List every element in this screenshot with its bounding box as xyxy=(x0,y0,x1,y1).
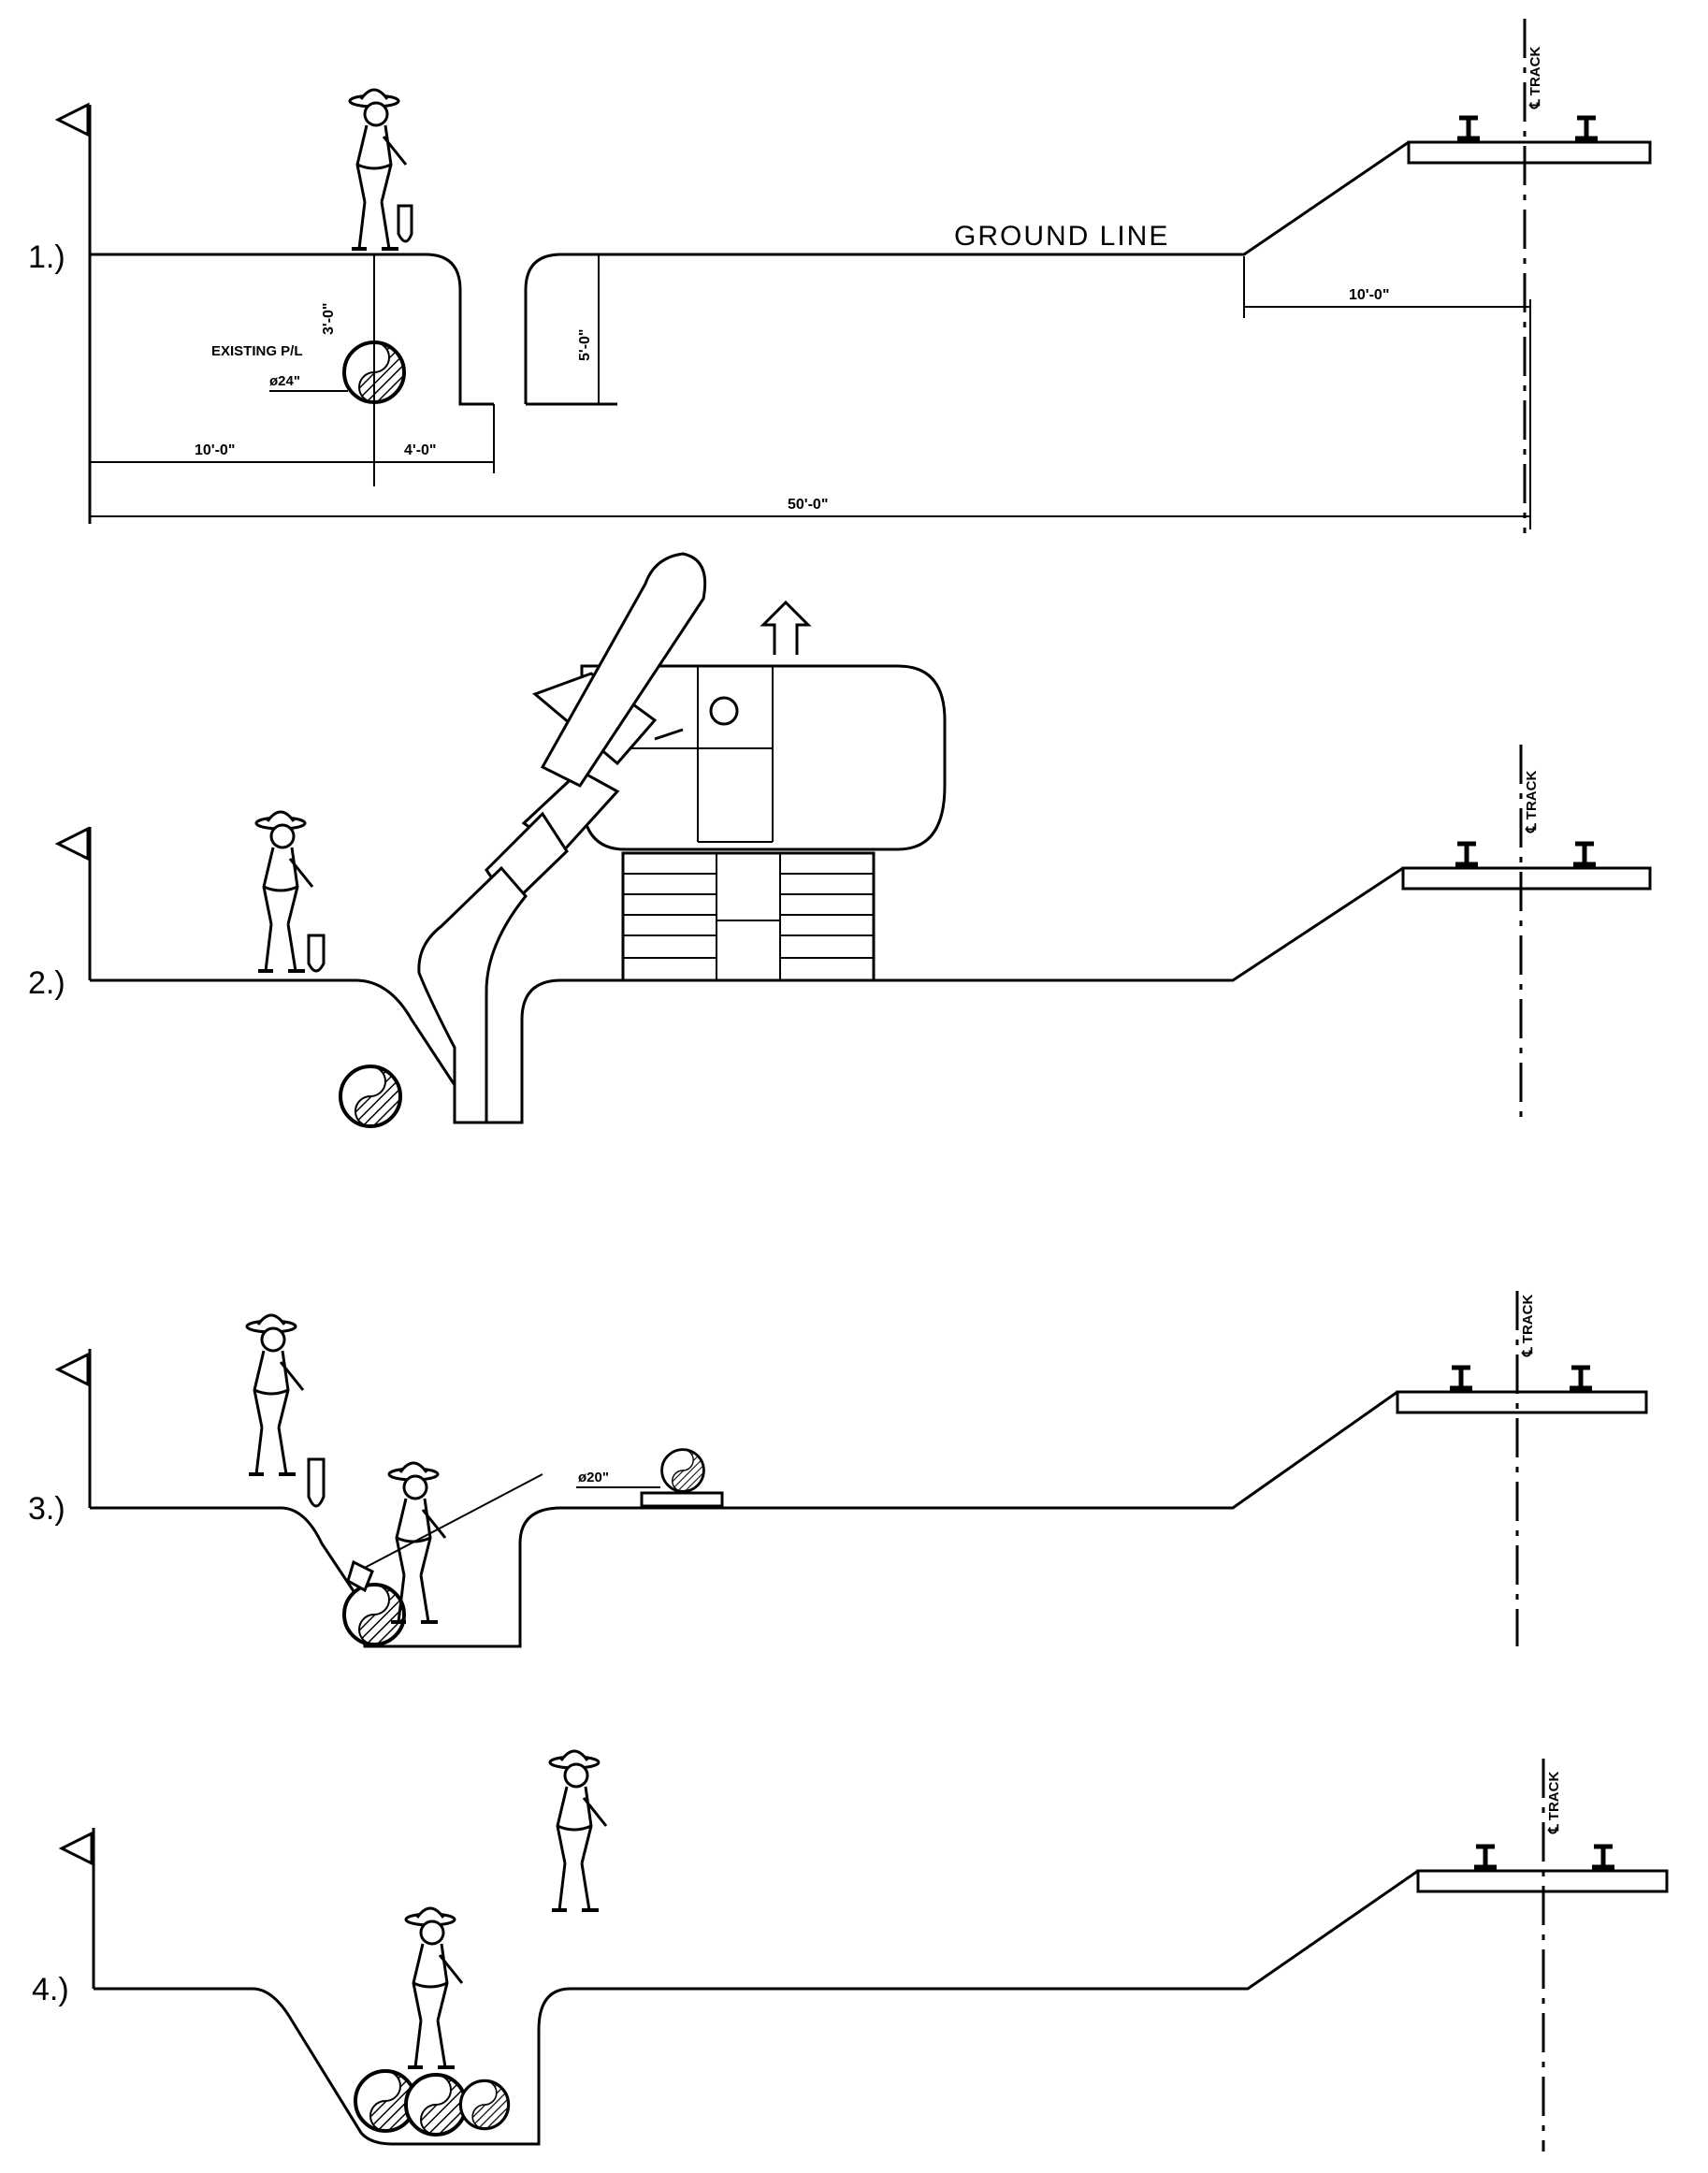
rail-icon xyxy=(1592,1847,1614,1867)
pipe-section-icon xyxy=(342,1583,406,1646)
flag-icon xyxy=(56,1353,90,1386)
rail-icon xyxy=(1570,1368,1592,1388)
worker-figure-icon xyxy=(254,810,314,973)
pipe-section-icon xyxy=(660,1448,705,1493)
worker-figure-icon xyxy=(245,1313,305,1476)
rail-icon xyxy=(1573,844,1596,864)
rail-icon xyxy=(1455,844,1478,864)
rail-icon xyxy=(1575,118,1598,138)
shovel-icon xyxy=(346,1559,374,1593)
pipe-support xyxy=(640,1491,724,1508)
step-4-panel: 4.) ℄ TRACK xyxy=(32,1749,1669,2151)
track-centerline-label: ℄ TRACK xyxy=(1527,47,1543,109)
trench-depth-dim: 5'-0" xyxy=(577,328,593,361)
step-number: 3.) xyxy=(28,1491,65,1527)
existing-pl-label: EXISTING P/L xyxy=(211,343,303,359)
step-3-panel: 3.) ø20" ℄ TRACK xyxy=(28,1291,1648,1648)
overall-dim: 50'-0" xyxy=(788,497,828,513)
pipe-section-icon xyxy=(458,2079,511,2131)
rail-icon xyxy=(1457,118,1480,138)
rail-icon xyxy=(1474,1847,1497,1867)
trench-offset-dim: 4'-0" xyxy=(404,442,437,458)
flag-icon xyxy=(60,1832,94,1865)
new-pipe-size: ø20" xyxy=(578,1470,609,1485)
step-number: 1.) xyxy=(28,239,65,275)
depth-cover-dim: 3'-0" xyxy=(321,302,337,335)
rail-bed xyxy=(1407,140,1652,165)
ground-line-label: GROUND LINE xyxy=(954,221,1169,252)
track-centerline-label: ℄ TRACK xyxy=(1546,1772,1562,1834)
flag-icon xyxy=(56,827,90,861)
worker-figure-icon xyxy=(548,1749,608,1912)
existing-pl-size: ø24" xyxy=(269,373,300,389)
track-centerline-label: ℄ TRACK xyxy=(1520,1295,1536,1357)
step-number: 2.) xyxy=(28,965,65,1001)
step-1-panel: 1.) EXISTING P/L ø24" 3'-0" 5'-0" GROUND… xyxy=(28,19,1652,533)
rail-icon xyxy=(1450,1368,1472,1388)
left-offset-dim: 10'-0" xyxy=(195,442,235,458)
rail-bed xyxy=(1401,866,1652,891)
pipe-section-icon xyxy=(404,2073,468,2137)
excavator-icon xyxy=(417,552,947,1124)
shovel-icon xyxy=(397,204,413,243)
step-2-panel: 2.) xyxy=(28,552,1652,1128)
track-offset-dim: 10'-0" xyxy=(1349,287,1389,303)
shovel-icon xyxy=(307,934,326,973)
worker-figure-icon xyxy=(404,1906,464,2069)
shovel-handle xyxy=(360,1473,543,1571)
pipe-section-icon xyxy=(339,1065,402,1128)
rail-bed xyxy=(1396,1390,1648,1414)
shovel-icon xyxy=(307,1457,326,1508)
flag-icon xyxy=(56,103,90,137)
track-centerline-label: ℄ TRACK xyxy=(1524,771,1540,833)
step-number: 4.) xyxy=(32,1972,69,2007)
